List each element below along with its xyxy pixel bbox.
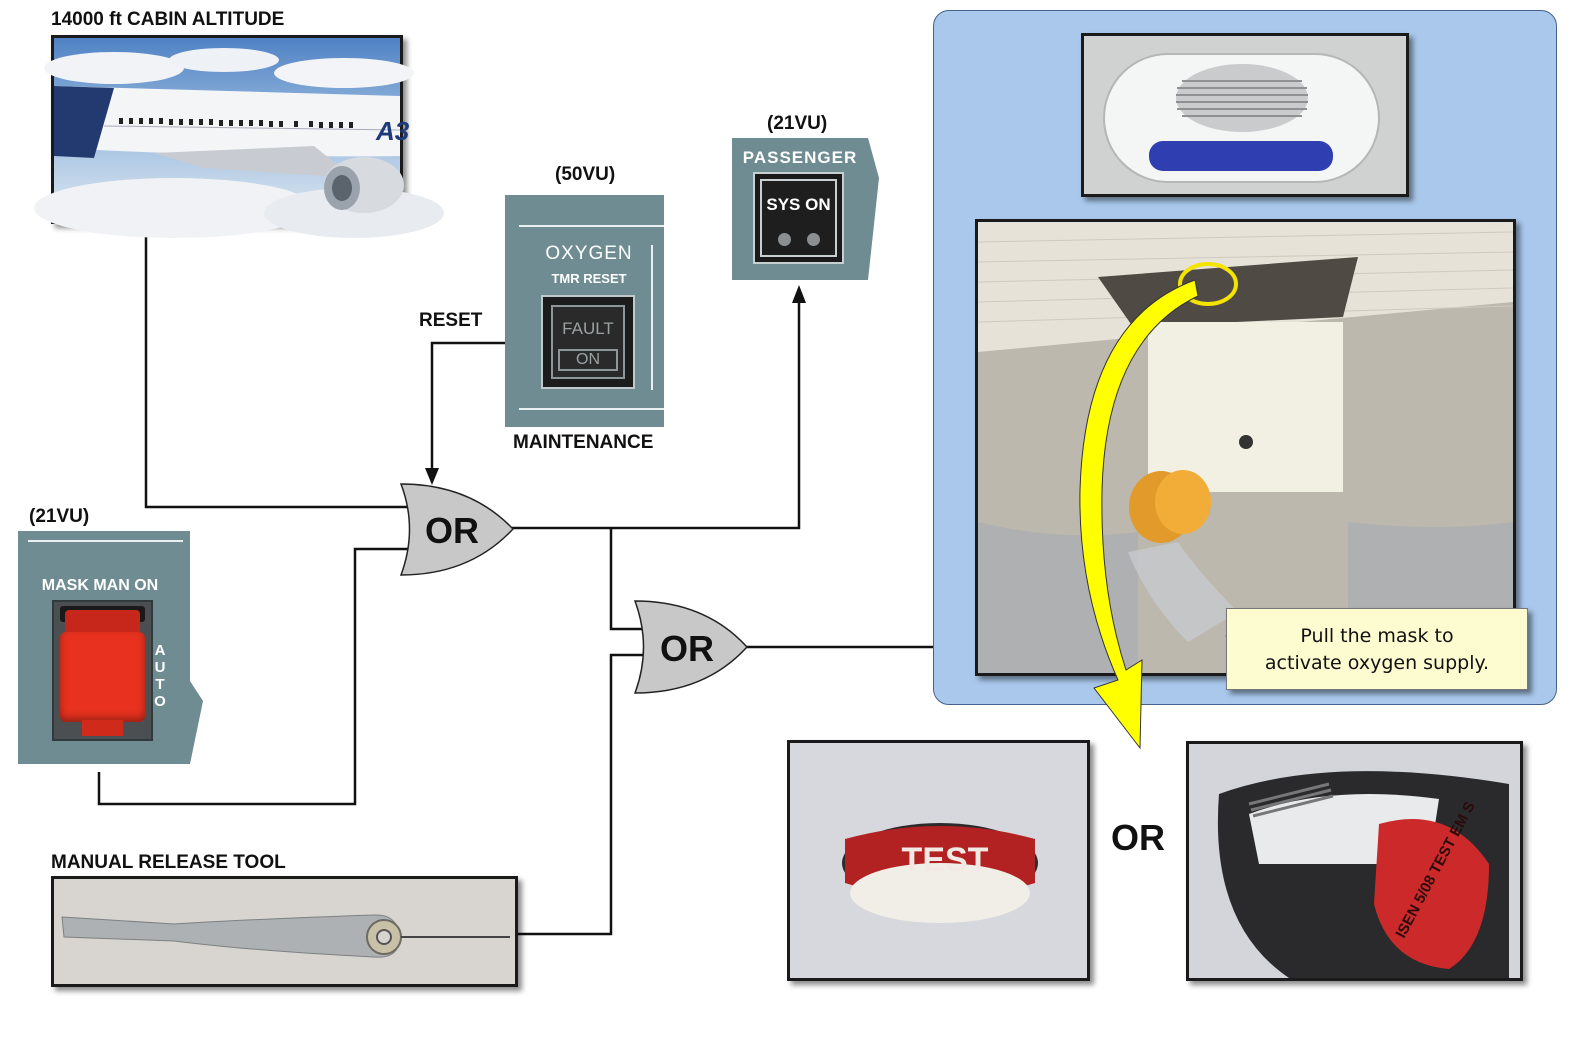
red-guard-cover xyxy=(60,632,145,722)
wire-gate1-to-passenger xyxy=(512,300,801,530)
callout-line-2: activate oxygen supply. xyxy=(1264,652,1490,674)
mask-deployment-photo xyxy=(975,219,1516,676)
or-between-photos-label: OR xyxy=(1111,817,1165,858)
sys-on-button[interactable]: SYS ON xyxy=(753,172,844,264)
oxygen-title: OXYGEN xyxy=(545,243,633,264)
auto-label: AUTO xyxy=(154,642,166,710)
oxygen-panel: OXYGEN TMR RESET FAULT ON xyxy=(505,195,664,427)
arrowhead-passenger xyxy=(792,285,806,303)
reset-label: RESET xyxy=(419,310,483,331)
wire-mask-man-on xyxy=(97,547,410,806)
wire-cabin-altitude xyxy=(144,224,410,509)
or-gate-2-label: OR xyxy=(660,628,714,669)
test-button-text: TEST xyxy=(902,841,989,879)
maintenance-label: MAINTENANCE xyxy=(513,432,654,453)
test-button-photo: TEST xyxy=(787,740,1090,981)
cabin-altitude-label: 14000 ft CABIN ALTITUDE xyxy=(51,9,285,30)
aircraft-tail-text: A3 xyxy=(375,116,410,146)
arrowhead-reset xyxy=(425,468,439,485)
pull-mask-arrow xyxy=(1079,279,1199,750)
panel-21vu-top-label: (21VU) xyxy=(767,113,828,134)
panel-50vu-label: (50VU) xyxy=(555,164,616,185)
or-gate-1-label: OR xyxy=(425,510,479,551)
wire-manual-release xyxy=(518,653,643,936)
tmr-reset-label: TMR RESET xyxy=(551,271,627,286)
tmr-reset-button[interactable]: FAULT ON xyxy=(541,295,635,389)
callout-line-1: Pull the mask to xyxy=(1300,625,1454,647)
or-gate-2 xyxy=(633,600,749,694)
manual-release-tool-photo xyxy=(51,876,518,987)
manual-release-tool-label: MANUAL RELEASE TOOL xyxy=(51,852,286,873)
on-light: ON xyxy=(576,351,600,368)
panel-21vu-left-label: (21VU) xyxy=(29,506,90,527)
passenger-title: PASSENGER xyxy=(743,148,858,167)
mask-man-on-guard[interactable] xyxy=(52,600,153,741)
mask-man-on-title: MASK MAN ON xyxy=(41,577,159,594)
aircraft-photo: A3 xyxy=(34,35,444,238)
wire-gate1-to-gate2 xyxy=(609,528,643,631)
test-tag-photo: ISEN 5/08 TEST EM S xyxy=(1186,741,1523,981)
or-gate-1 xyxy=(399,483,515,576)
wire-reset xyxy=(430,341,505,470)
psu-panel-photo xyxy=(1081,33,1409,197)
pull-mask-callout: Pull the mask to activate oxygen supply. xyxy=(1226,608,1528,690)
sys-on-label: SYS ON xyxy=(766,195,831,214)
fault-light: FAULT xyxy=(562,319,614,338)
